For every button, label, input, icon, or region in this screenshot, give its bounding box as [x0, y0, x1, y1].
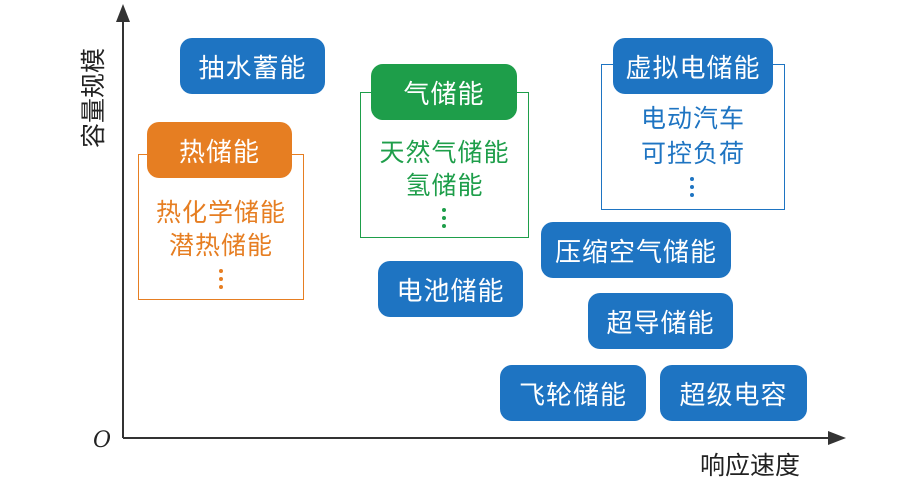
thermal-node: 热储能 [147, 122, 292, 178]
virtual-subitem-2: 可控负荷 [640, 139, 745, 168]
battery-node: 电池储能 [378, 261, 523, 317]
gas-subitem-2: 氢储能 [405, 171, 484, 200]
superconducting-node: 超导储能 [588, 293, 733, 349]
thermal-more-dots [218, 269, 224, 293]
supercapacitor-node: 超级电容 [660, 365, 807, 421]
y-axis-arrow [116, 4, 130, 22]
compressed-air-node: 压缩空气储能 [541, 222, 731, 278]
gas-more-dots [441, 208, 447, 232]
thermal-subitem-2: 潜热储能 [168, 231, 273, 260]
virtual-more-dots [689, 177, 695, 201]
thermal-subitem-1: 热化学储能 [155, 198, 286, 227]
gas-node: 气储能 [371, 64, 517, 120]
virtual-subitem-1: 电动汽车 [640, 104, 745, 133]
gas-subitem-1: 天然气储能 [379, 138, 510, 167]
x-axis-title: 响应速度 [700, 451, 801, 480]
x-axis-arrow [828, 431, 846, 445]
pumped-hydro-node: 抽水蓄能 [180, 38, 325, 94]
y-axis-title: 容量规模 [79, 48, 108, 149]
origin-label: O [93, 428, 112, 453]
virtual-node: 虚拟电储能 [613, 38, 773, 94]
flywheel-node: 飞轮储能 [500, 365, 646, 421]
